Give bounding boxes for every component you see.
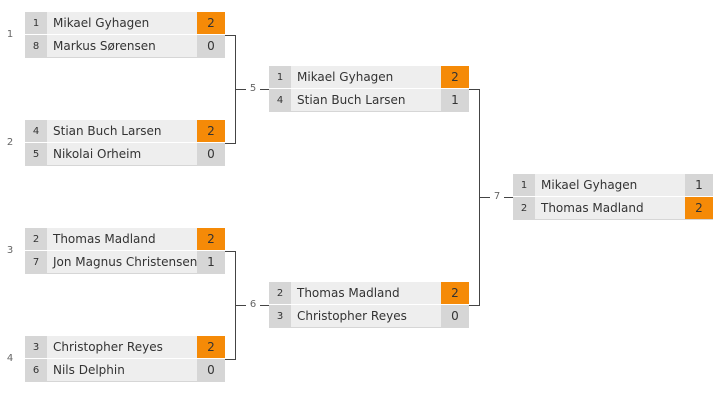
- seed: 5: [25, 143, 47, 165]
- match-number: 7: [490, 191, 504, 203]
- player-name: Stian Buch Larsen: [291, 89, 441, 111]
- player-row[interactable]: 8 Markus Sørensen 0: [25, 35, 225, 57]
- player-row[interactable]: 1 Mikael Gyhagen 1: [513, 174, 713, 196]
- score: 0: [197, 359, 225, 381]
- player-name: Thomas Madland: [535, 197, 685, 219]
- bracket-connector: [225, 251, 236, 360]
- player-row[interactable]: 4 Stian Buch Larsen 2: [25, 120, 225, 142]
- score: 2: [441, 282, 469, 304]
- player-name: Mikael Gyhagen: [47, 12, 197, 34]
- match-3[interactable]: 2 Thomas Madland 2 7 Jon Magnus Christen…: [25, 228, 225, 274]
- player-name: Christopher Reyes: [291, 305, 441, 327]
- match-number: 5: [246, 83, 260, 95]
- player-name: Thomas Madland: [291, 282, 441, 304]
- match-number: 1: [6, 29, 14, 40]
- score: 2: [197, 228, 225, 250]
- match-1[interactable]: 1 Mikael Gyhagen 2 8 Markus Sørensen 0: [25, 12, 225, 58]
- score: 2: [197, 12, 225, 34]
- seed: 4: [269, 89, 291, 111]
- score: 2: [197, 120, 225, 142]
- score: 2: [197, 336, 225, 358]
- player-row[interactable]: 2 Thomas Madland 2: [269, 282, 469, 304]
- score: 0: [197, 35, 225, 57]
- match-2[interactable]: 4 Stian Buch Larsen 2 5 Nikolai Orheim 0: [25, 120, 225, 166]
- seed: 3: [25, 336, 47, 358]
- player-row[interactable]: 2 Thomas Madland 2: [513, 197, 713, 219]
- player-name: Nikolai Orheim: [47, 143, 197, 165]
- seed: 1: [269, 66, 291, 88]
- seed: 3: [269, 305, 291, 327]
- player-name: Christopher Reyes: [47, 336, 197, 358]
- player-row[interactable]: 3 Christopher Reyes 2: [25, 336, 225, 358]
- player-name: Mikael Gyhagen: [535, 174, 685, 196]
- player-name: Jon Magnus Christensen: [47, 251, 197, 273]
- player-name: Stian Buch Larsen: [47, 120, 197, 142]
- player-name: Markus Sørensen: [47, 35, 197, 57]
- match-number: 2: [6, 137, 14, 148]
- player-row[interactable]: 6 Nils Delphin 0: [25, 359, 225, 381]
- bracket-connector: [225, 35, 236, 144]
- seed: 1: [25, 12, 47, 34]
- score: 2: [685, 197, 713, 219]
- score: 2: [441, 66, 469, 88]
- seed: 4: [25, 120, 47, 142]
- score: 0: [197, 143, 225, 165]
- score: 1: [441, 89, 469, 111]
- seed: 2: [269, 282, 291, 304]
- player-row[interactable]: 1 Mikael Gyhagen 2: [269, 66, 469, 88]
- seed: 1: [513, 174, 535, 196]
- match-7[interactable]: 1 Mikael Gyhagen 1 2 Thomas Madland 2: [513, 174, 713, 220]
- seed: 2: [25, 228, 47, 250]
- match-4[interactable]: 3 Christopher Reyes 2 6 Nils Delphin 0: [25, 336, 225, 382]
- match-6[interactable]: 2 Thomas Madland 2 3 Christopher Reyes 0: [269, 282, 469, 328]
- score: 0: [441, 305, 469, 327]
- player-row[interactable]: 5 Nikolai Orheim 0: [25, 143, 225, 165]
- match-5[interactable]: 1 Mikael Gyhagen 2 4 Stian Buch Larsen 1: [269, 66, 469, 112]
- score: 1: [197, 251, 225, 273]
- seed: 7: [25, 251, 47, 273]
- seed: 2: [513, 197, 535, 219]
- bracket-connector: [469, 89, 480, 306]
- player-name: Thomas Madland: [47, 228, 197, 250]
- seed: 8: [25, 35, 47, 57]
- match-number: 6: [246, 299, 260, 311]
- player-row[interactable]: 7 Jon Magnus Christensen 1: [25, 251, 225, 273]
- player-row[interactable]: 1 Mikael Gyhagen 2: [25, 12, 225, 34]
- seed: 6: [25, 359, 47, 381]
- player-name: Mikael Gyhagen: [291, 66, 441, 88]
- player-row[interactable]: 3 Christopher Reyes 0: [269, 305, 469, 327]
- match-number: 3: [6, 245, 14, 256]
- match-number: 4: [6, 353, 14, 364]
- player-name: Nils Delphin: [47, 359, 197, 381]
- player-row[interactable]: 4 Stian Buch Larsen 1: [269, 89, 469, 111]
- score: 1: [685, 174, 713, 196]
- player-row[interactable]: 2 Thomas Madland 2: [25, 228, 225, 250]
